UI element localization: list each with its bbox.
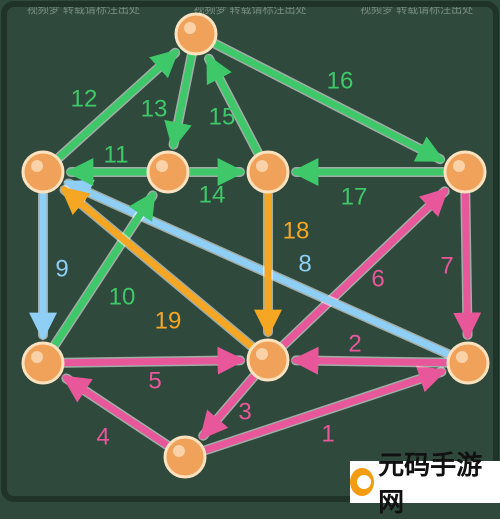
- edge-label-12: 12: [71, 85, 98, 112]
- edge-label-2: 2: [348, 330, 361, 357]
- edge-10-lower-left-to-center-left: [51, 190, 157, 349]
- node-circle[interactable]: [246, 150, 290, 194]
- edge-label-17: 17: [341, 183, 368, 210]
- node-highlight: [156, 160, 168, 172]
- edge-4-bottom-to-lower-left: [61, 374, 171, 449]
- node-lower-right[interactable]: [446, 341, 490, 385]
- edge-label-14: 14: [199, 181, 226, 208]
- node-lower-center[interactable]: [246, 338, 290, 382]
- node-circle[interactable]: [146, 150, 190, 194]
- edge-16-top-to-right-upper: [212, 40, 446, 163]
- edge-label-1: 1: [321, 420, 334, 447]
- edge-7-right-upper-to-lower-right: [453, 190, 482, 341]
- edge-19-lower-center-to-upper-left: [60, 186, 255, 350]
- node-circle[interactable]: [174, 12, 218, 56]
- edge-label-4: 4: [96, 423, 109, 450]
- edge-label-3: 3: [238, 398, 251, 425]
- edge-12-upper-left-to-top: [55, 49, 180, 161]
- board-frame: [1, 1, 499, 502]
- edge-6-lower-center-to-right-upper: [280, 187, 449, 349]
- edge-3-lower-center-to-bottom: [199, 373, 258, 440]
- edge-15-center-to-top: [205, 53, 262, 156]
- brand-text: 元码手游网: [378, 450, 483, 517]
- node-highlight: [173, 445, 185, 457]
- edge-1-bottom-to-lower-right: [202, 365, 447, 454]
- node-highlight: [453, 160, 465, 172]
- edge-label-11: 11: [104, 141, 129, 168]
- node-highlight: [184, 22, 196, 34]
- edge-5-lower-left-to-lower-center: [61, 346, 246, 375]
- node-center[interactable]: [246, 150, 290, 194]
- edge-label-7: 7: [440, 252, 453, 279]
- node-highlight: [31, 160, 43, 172]
- edge-label-16: 16: [327, 67, 354, 94]
- edge-label-19: 19: [155, 307, 182, 334]
- node-circle[interactable]: [246, 338, 290, 382]
- edge-13-top-to-center-left: [164, 52, 196, 151]
- edge-label-9: 9: [55, 255, 68, 282]
- edge-label-10: 10: [109, 283, 136, 310]
- brand-watermark: 元码手游网: [350, 450, 500, 517]
- edge-label-13: 13: [141, 95, 168, 122]
- edge-label-6: 6: [371, 265, 384, 292]
- node-highlight: [256, 348, 268, 360]
- edge-label-15: 15: [209, 103, 236, 130]
- node-circle[interactable]: [21, 341, 65, 385]
- node-bottom[interactable]: [163, 435, 207, 479]
- edge-2-lower-right-to-lower-center: [290, 346, 450, 375]
- node-highlight: [456, 351, 468, 363]
- node-upper-left[interactable]: [21, 150, 65, 194]
- brand-logo-icon: [350, 468, 375, 496]
- node-circle[interactable]: [21, 150, 65, 194]
- node-circle[interactable]: [163, 435, 207, 479]
- node-circle[interactable]: [446, 341, 490, 385]
- edge-label-18: 18: [283, 217, 310, 244]
- node-top[interactable]: [174, 12, 218, 56]
- node-lower-left[interactable]: [21, 341, 65, 385]
- node-right-upper[interactable]: [443, 150, 487, 194]
- node-center-left[interactable]: [146, 150, 190, 194]
- node-highlight: [256, 160, 268, 172]
- edge-label-5: 5: [148, 367, 161, 394]
- edge-8-lower-right-to-upper-left: [63, 179, 452, 358]
- node-circle[interactable]: [443, 150, 487, 194]
- node-highlight: [31, 351, 43, 363]
- edge-label-8: 8: [298, 250, 311, 277]
